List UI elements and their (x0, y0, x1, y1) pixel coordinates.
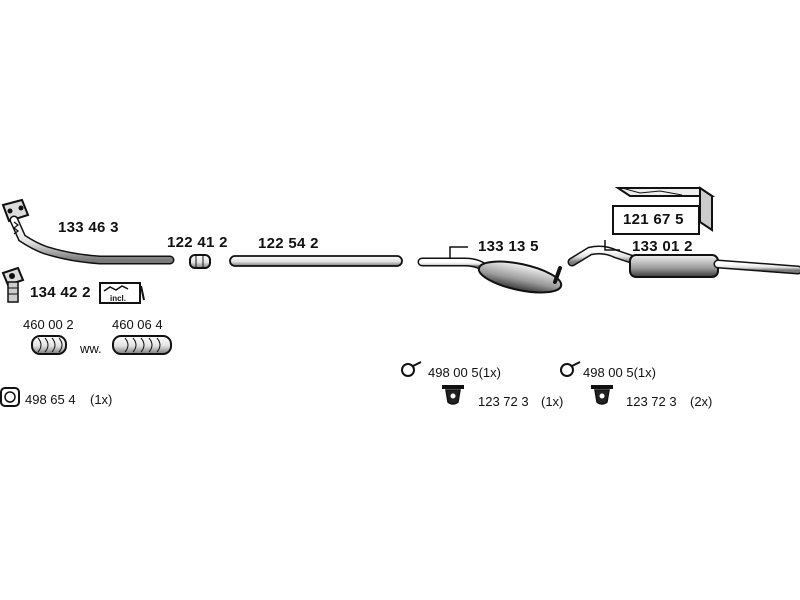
incl-tag: incl. (110, 294, 127, 303)
mid-pipe-shape (229, 255, 403, 267)
flex-pipe-a-shape (31, 335, 67, 355)
hanger-b-shape (591, 385, 613, 405)
hanger-b-label: 123 72 3 (626, 394, 677, 409)
clamp-a-shape (401, 361, 422, 377)
center-muffler-label: 133 13 5 (478, 238, 539, 255)
mount-kit-box: 121 67 5 (612, 205, 700, 235)
ring-qty-label: (1x) (90, 392, 113, 407)
rear-muffler-shape (567, 240, 800, 278)
mid-pipe-label: 122 54 2 (258, 235, 319, 252)
hanger-a-shape (442, 385, 464, 405)
front-pipe-shape (1, 198, 175, 265)
front-pipe-label: 133 46 3 (58, 219, 119, 236)
clamp-b-label: 498 00 5(1x) (583, 365, 656, 380)
flex-pipe-b-label: 460 06 4 (112, 317, 163, 332)
gasket-bolt-label: 134 42 2 (30, 284, 91, 301)
connector-label: 122 41 2 (167, 234, 228, 251)
gasket-bolt-shape (1, 266, 25, 303)
clamp-b-shape (560, 361, 581, 377)
center-muffler-shape (417, 246, 563, 294)
incl-bag-shape (99, 282, 145, 304)
ring-shape (0, 387, 20, 407)
ww-label: ww. (80, 341, 102, 356)
mount-kit-box-shape (614, 186, 716, 232)
flex-pipe-a-label: 460 00 2 (23, 317, 74, 332)
rear-muffler-label: 133 01 2 (632, 238, 693, 255)
ring-label: 498 65 4 (25, 392, 76, 407)
hanger-b-qty-label: (2x) (690, 394, 713, 409)
clamp-a-label: 498 00 5(1x) (428, 365, 501, 380)
hanger-a-label: 123 72 3 (478, 394, 529, 409)
connector-shape (189, 254, 211, 269)
hanger-a-qty-label: (1x) (541, 394, 564, 409)
flex-pipe-b-shape (112, 335, 172, 355)
mount-kit-label: 121 67 5 (623, 211, 684, 228)
